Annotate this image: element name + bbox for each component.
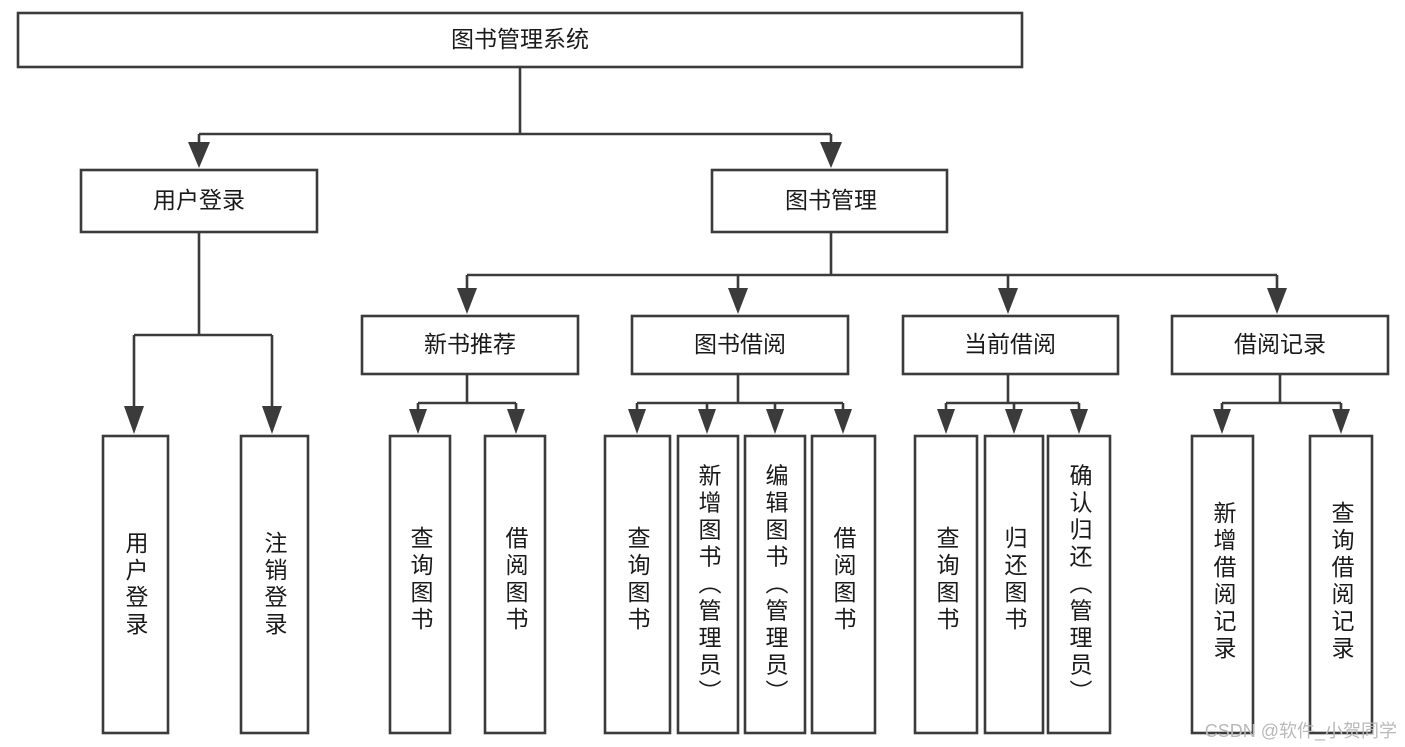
leaf-borrow-books-new[interactable]: 借阅图书 xyxy=(483,434,547,735)
arrow-to-borrow-child-1 xyxy=(628,409,646,434)
arrow-to-user-login-child-2 xyxy=(262,406,282,434)
node-current-borrowing[interactable]: 当前借阅 xyxy=(901,314,1120,376)
leaf-box-borrow-books-new[interactable] xyxy=(483,434,547,735)
leaf-box-add-book-admin[interactable] xyxy=(676,434,740,735)
leaf-label-borrow-books: 借阅图书 xyxy=(830,526,857,634)
arrow-to-borrow-child-4 xyxy=(834,409,852,434)
leaf-label-confirm-return-admin: 确认归还（管理员） xyxy=(1066,464,1093,707)
arrow-to-current xyxy=(998,288,1018,314)
node-label-book-management: 图书管理 xyxy=(785,187,877,213)
node-box-book-borrowing[interactable] xyxy=(630,314,850,376)
arrow-to-borrow xyxy=(728,288,748,314)
leaf-label-query-borrow-record: 查询借阅记录 xyxy=(1328,501,1355,663)
leaf-box-query-books-new[interactable] xyxy=(388,434,452,735)
leaf-query-books-current[interactable]: 查询图书 xyxy=(913,434,979,735)
arrow-to-user-login xyxy=(188,142,210,168)
leaf-box-confirm-return-admin[interactable] xyxy=(1046,434,1112,735)
leaf-add-borrow-record[interactable]: 新增借阅记录 xyxy=(1190,434,1255,735)
node-new-book-recommendation[interactable]: 新书推荐 xyxy=(360,314,580,376)
node-box-current-borrowing[interactable] xyxy=(901,314,1120,376)
leaf-label-user-login: 用户登录 xyxy=(122,531,149,639)
node-box-borrowing-records[interactable] xyxy=(1170,314,1390,376)
leaf-return-books[interactable]: 归还图书 xyxy=(983,434,1045,735)
leaf-box-query-borrow-record[interactable] xyxy=(1308,434,1374,735)
leaf-box-user-login[interactable] xyxy=(101,434,170,735)
node-book-borrowing[interactable]: 图书借阅 xyxy=(630,314,850,376)
leaf-add-book-admin[interactable]: 新增图书（管理员） xyxy=(676,434,740,735)
leaf-user-login[interactable]: 用户登录 xyxy=(101,434,170,735)
leaf-box-return-books[interactable] xyxy=(983,434,1045,735)
leaf-label-query-books-new: 查询图书 xyxy=(407,526,434,634)
node-box-book-management[interactable] xyxy=(710,168,949,234)
leaf-logout[interactable]: 注销登录 xyxy=(239,434,310,735)
node-root-system[interactable]: 图书管理系统 xyxy=(16,11,1024,69)
leaf-label-logout: 注销登录 xyxy=(261,531,288,639)
leaf-box-borrow-books[interactable] xyxy=(810,434,877,735)
arrowhead-layer xyxy=(124,142,1350,434)
leaf-confirm-return-admin[interactable]: 确认归还（管理员） xyxy=(1046,434,1112,735)
node-borrowing-records[interactable]: 借阅记录 xyxy=(1170,314,1390,376)
arrow-to-new-books-child-1 xyxy=(409,409,427,434)
node-book-management[interactable]: 图书管理 xyxy=(710,168,949,234)
arrow-to-borrow-child-2 xyxy=(698,409,716,434)
leaf-label-query-books-borrow: 查询图书 xyxy=(624,526,651,634)
arrow-to-book-mgmt xyxy=(820,142,842,168)
arrow-to-current-child-1 xyxy=(937,409,955,434)
arrow-to-new-books-child-2 xyxy=(507,409,525,434)
arrow-to-records xyxy=(1267,288,1287,314)
node-box-new-book-recommendation[interactable] xyxy=(360,314,580,376)
leaf-box-query-books-borrow[interactable] xyxy=(603,434,672,735)
leaf-query-borrow-record[interactable]: 查询借阅记录 xyxy=(1308,434,1374,735)
node-label-current-borrowing: 当前借阅 xyxy=(964,331,1056,357)
arrow-to-user-login-child-1 xyxy=(124,406,144,434)
leaf-label-return-books: 归还图书 xyxy=(1001,526,1028,634)
leaf-box-edit-book-admin[interactable] xyxy=(743,434,807,735)
csdn-watermark: CSDN @软件_小贺同学 xyxy=(1204,721,1397,741)
leaf-query-books-borrow[interactable]: 查询图书 xyxy=(603,434,672,735)
leaf-box-logout[interactable] xyxy=(239,434,310,735)
leaf-label-add-borrow-record: 新增借阅记录 xyxy=(1210,501,1237,663)
node-label-user-login: 用户登录 xyxy=(153,187,245,213)
leaf-box-add-borrow-record[interactable] xyxy=(1190,434,1255,735)
arrow-to-records-child-1 xyxy=(1213,409,1231,434)
leaf-label-borrow-books-new: 借阅图书 xyxy=(502,526,529,634)
leaf-box-query-books-current[interactable] xyxy=(913,434,979,735)
leaf-borrow-books[interactable]: 借阅图书 xyxy=(810,434,877,735)
leaf-label-add-book-admin: 新增图书（管理员） xyxy=(695,464,722,707)
arrow-to-records-child-2 xyxy=(1332,409,1350,434)
node-box-root[interactable] xyxy=(16,11,1024,69)
arrow-to-borrow-child-3 xyxy=(766,409,784,434)
arrow-to-current-child-3 xyxy=(1070,409,1088,434)
node-label-borrowing-records: 借阅记录 xyxy=(1234,331,1326,357)
connector-layer xyxy=(132,67,1343,410)
leaf-edit-book-admin[interactable]: 编辑图书（管理员） xyxy=(743,434,807,735)
leaf-label-edit-book-admin: 编辑图书（管理员） xyxy=(762,464,789,707)
node-user-login[interactable]: 用户登录 xyxy=(79,168,319,234)
leaf-label-query-books-current: 查询图书 xyxy=(933,526,960,634)
leaf-query-books-new[interactable]: 查询图书 xyxy=(388,434,452,735)
arrow-to-current-child-2 xyxy=(1005,409,1023,434)
node-label-new-book-recommendation: 新书推荐 xyxy=(424,331,516,357)
arrow-to-new-books xyxy=(457,288,477,314)
node-label-root: 图书管理系统 xyxy=(451,26,589,52)
node-box-user-login[interactable] xyxy=(79,168,319,234)
node-label-book-borrowing: 图书借阅 xyxy=(694,331,786,357)
